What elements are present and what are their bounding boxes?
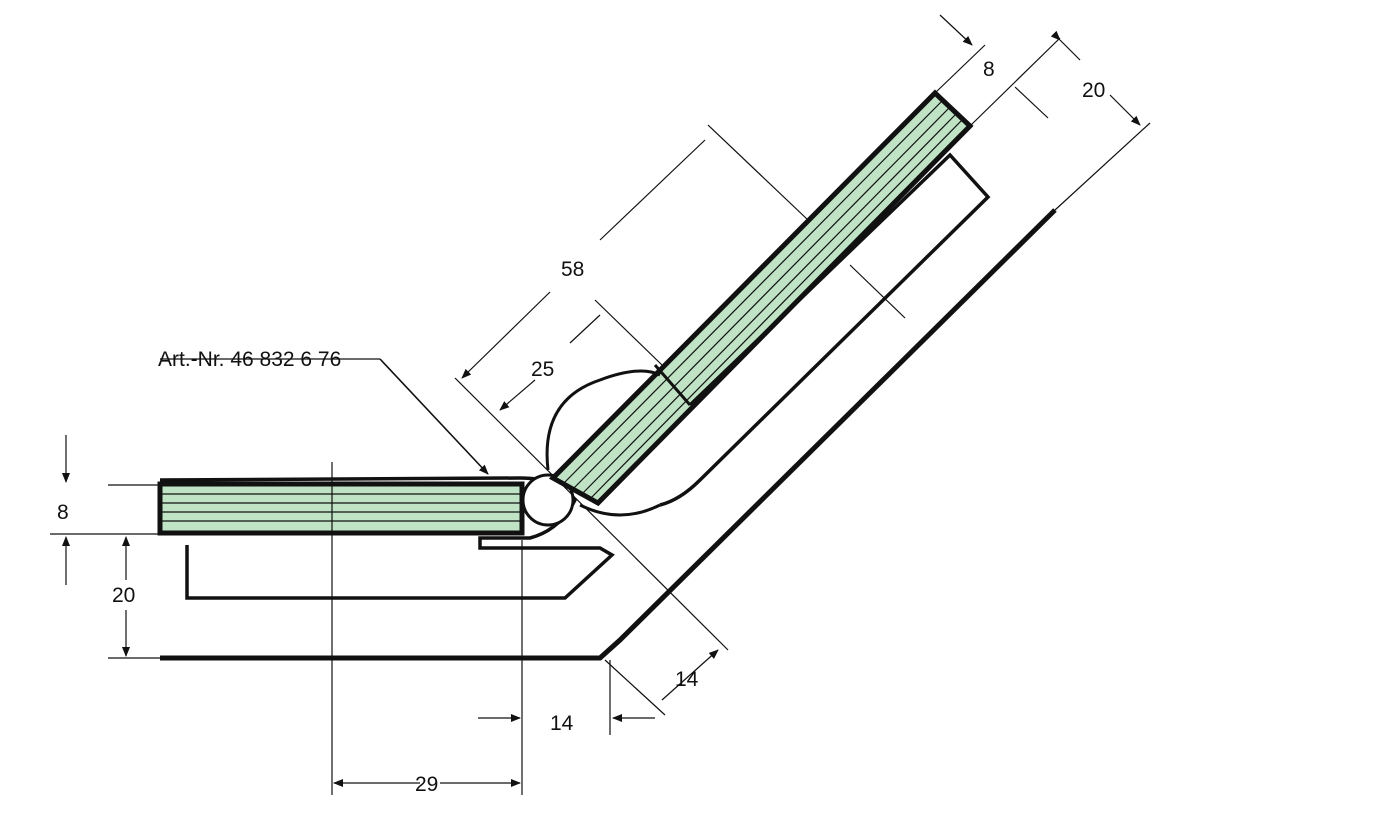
- dim-length-25: 25: [531, 358, 554, 381]
- glass-right-hatch: [561, 99, 964, 501]
- dim-offset-right: 20: [1082, 79, 1105, 102]
- dim-gap-horizontal: 14: [550, 712, 574, 735]
- dim-distance-29: 29: [415, 773, 438, 796]
- dim-glass-thickness-right: 8: [983, 58, 995, 81]
- dimension-lines: [62, 14, 1141, 787]
- dim-offset-left: 20: [112, 584, 135, 607]
- base-plate: [160, 208, 1057, 661]
- pivot-round: [545, 369, 661, 517]
- part-number-label: Art.-Nr. 46 832 6 76: [158, 348, 341, 371]
- dim-gap-diagonal: 14: [675, 668, 699, 691]
- dim-glass-thickness-left: 8: [57, 501, 69, 524]
- glass-left: [157, 481, 525, 536]
- clamp-right: [659, 152, 991, 507]
- dim-length-58: 58: [561, 258, 584, 281]
- glass-left-hatch: [160, 493, 520, 522]
